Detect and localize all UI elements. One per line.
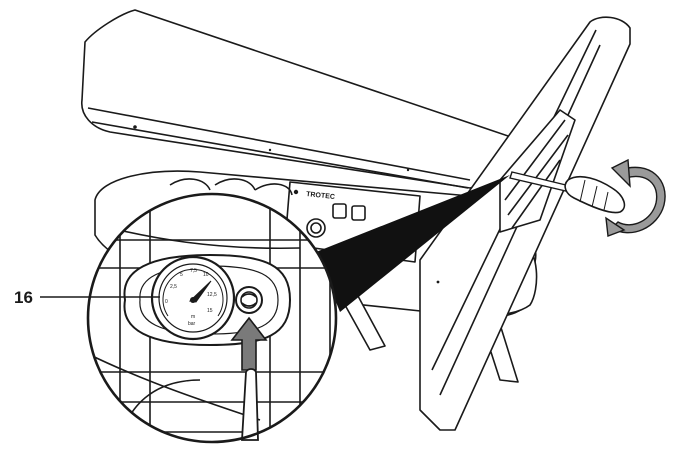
gauge-tick-label: 15 [207,308,213,314]
gauge-needle-hub [190,297,196,303]
screwdriver-icon [509,171,626,214]
screwdriver-grip-lines [579,179,609,211]
panel-switch-1 [332,203,347,219]
zoom-wedge [316,175,510,312]
hood-rim [87,107,471,189]
hood-rivets [133,125,440,284]
zoom-screwdriver-tip [241,368,259,441]
base-vents [169,178,293,196]
magnifier-ring [86,192,338,444]
adjust-screw-icon [235,286,263,314]
gauge-tick-label: 5 [180,272,183,278]
fan-guard-grille [504,119,569,229]
gauge-unit-bottom: bar [188,321,196,327]
pressure-gauge-icon: 0 2,5 5 7,5 10 12,5 15 m bar [150,255,236,341]
callout-16: 16 [14,288,160,307]
gauge-tick-label: 2,5 [170,284,177,290]
magnified-detail: 0 2,5 5 7,5 10 12,5 15 m bar [86,192,338,444]
callout-number: 16 [14,288,33,307]
heater-hood [81,9,526,189]
gauge-tick-label: 0 [165,299,168,305]
gauge-unit-top: m [191,314,195,320]
rotation-arrow-head-top [610,158,631,188]
panel-knob-inner [310,222,322,234]
gauge-scale-arc [162,268,224,317]
rotation-arrow-icon [605,158,666,237]
gauge-tick-label: 10 [203,272,209,278]
panel-brand: TROTEC [306,191,335,201]
gauge-tick-label: 12,5 [207,292,217,298]
gauge-tick-label: 7,5 [190,268,197,274]
rotation-arrow-head-bottom [605,216,626,237]
panel-switch-2 [351,205,366,221]
